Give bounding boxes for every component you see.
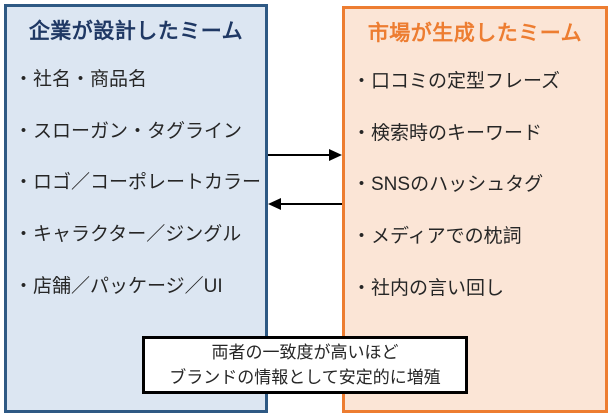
caption-box: 両者の一致度が高いほど ブランドの情報として安定的に増殖 bbox=[142, 336, 468, 394]
caption-line-2: ブランドの情報として安定的に増殖 bbox=[169, 368, 441, 387]
left-box-title: 企業が設計したミーム bbox=[28, 20, 244, 43]
arrow-right-icon bbox=[268, 149, 342, 161]
arrow-left-icon bbox=[268, 198, 342, 210]
left-box-item: ・社名・商品名 bbox=[14, 69, 148, 90]
left-box-item: ・ロゴ／コーポレートカラー bbox=[14, 172, 262, 194]
right-box-item-list: ・口コミの定型フレーズ ・検索時のキーワード ・SNSのハッシュタグ ・メディア… bbox=[345, 69, 605, 301]
left-box-item: ・キャラクター／ジングル bbox=[14, 223, 242, 245]
right-box-title: 市場が生成したミーム bbox=[367, 22, 583, 45]
left-box-item: ・スローガン・タグライン bbox=[14, 120, 243, 142]
company-designed-memes-box: 企業が設計したミーム ・社名・商品名 ・スローガン・タグライン ・ロゴ／コーポレ… bbox=[4, 4, 268, 413]
left-box-item-list: ・社名・商品名 ・スローガン・タグライン ・ロゴ／コーポレートカラー ・キャラク… bbox=[7, 67, 265, 299]
right-box-item: ・メディアでの枕詞 bbox=[352, 225, 522, 247]
left-box-item: ・店舗／パッケージ／UI bbox=[14, 275, 223, 297]
market-generated-memes-box: 市場が生成したミーム ・口コミの定型フレーズ ・検索時のキーワード ・SNSのハ… bbox=[342, 6, 608, 413]
caption-line-1: 両者の一致度が高いほど bbox=[211, 342, 399, 362]
right-box-item: ・社内の言い回し bbox=[352, 277, 505, 299]
right-box-item: ・検索時のキーワード bbox=[352, 122, 543, 144]
right-box-item: ・口コミの定型フレーズ bbox=[352, 71, 561, 92]
right-box-item: ・SNSのハッシュタグ bbox=[352, 174, 544, 196]
